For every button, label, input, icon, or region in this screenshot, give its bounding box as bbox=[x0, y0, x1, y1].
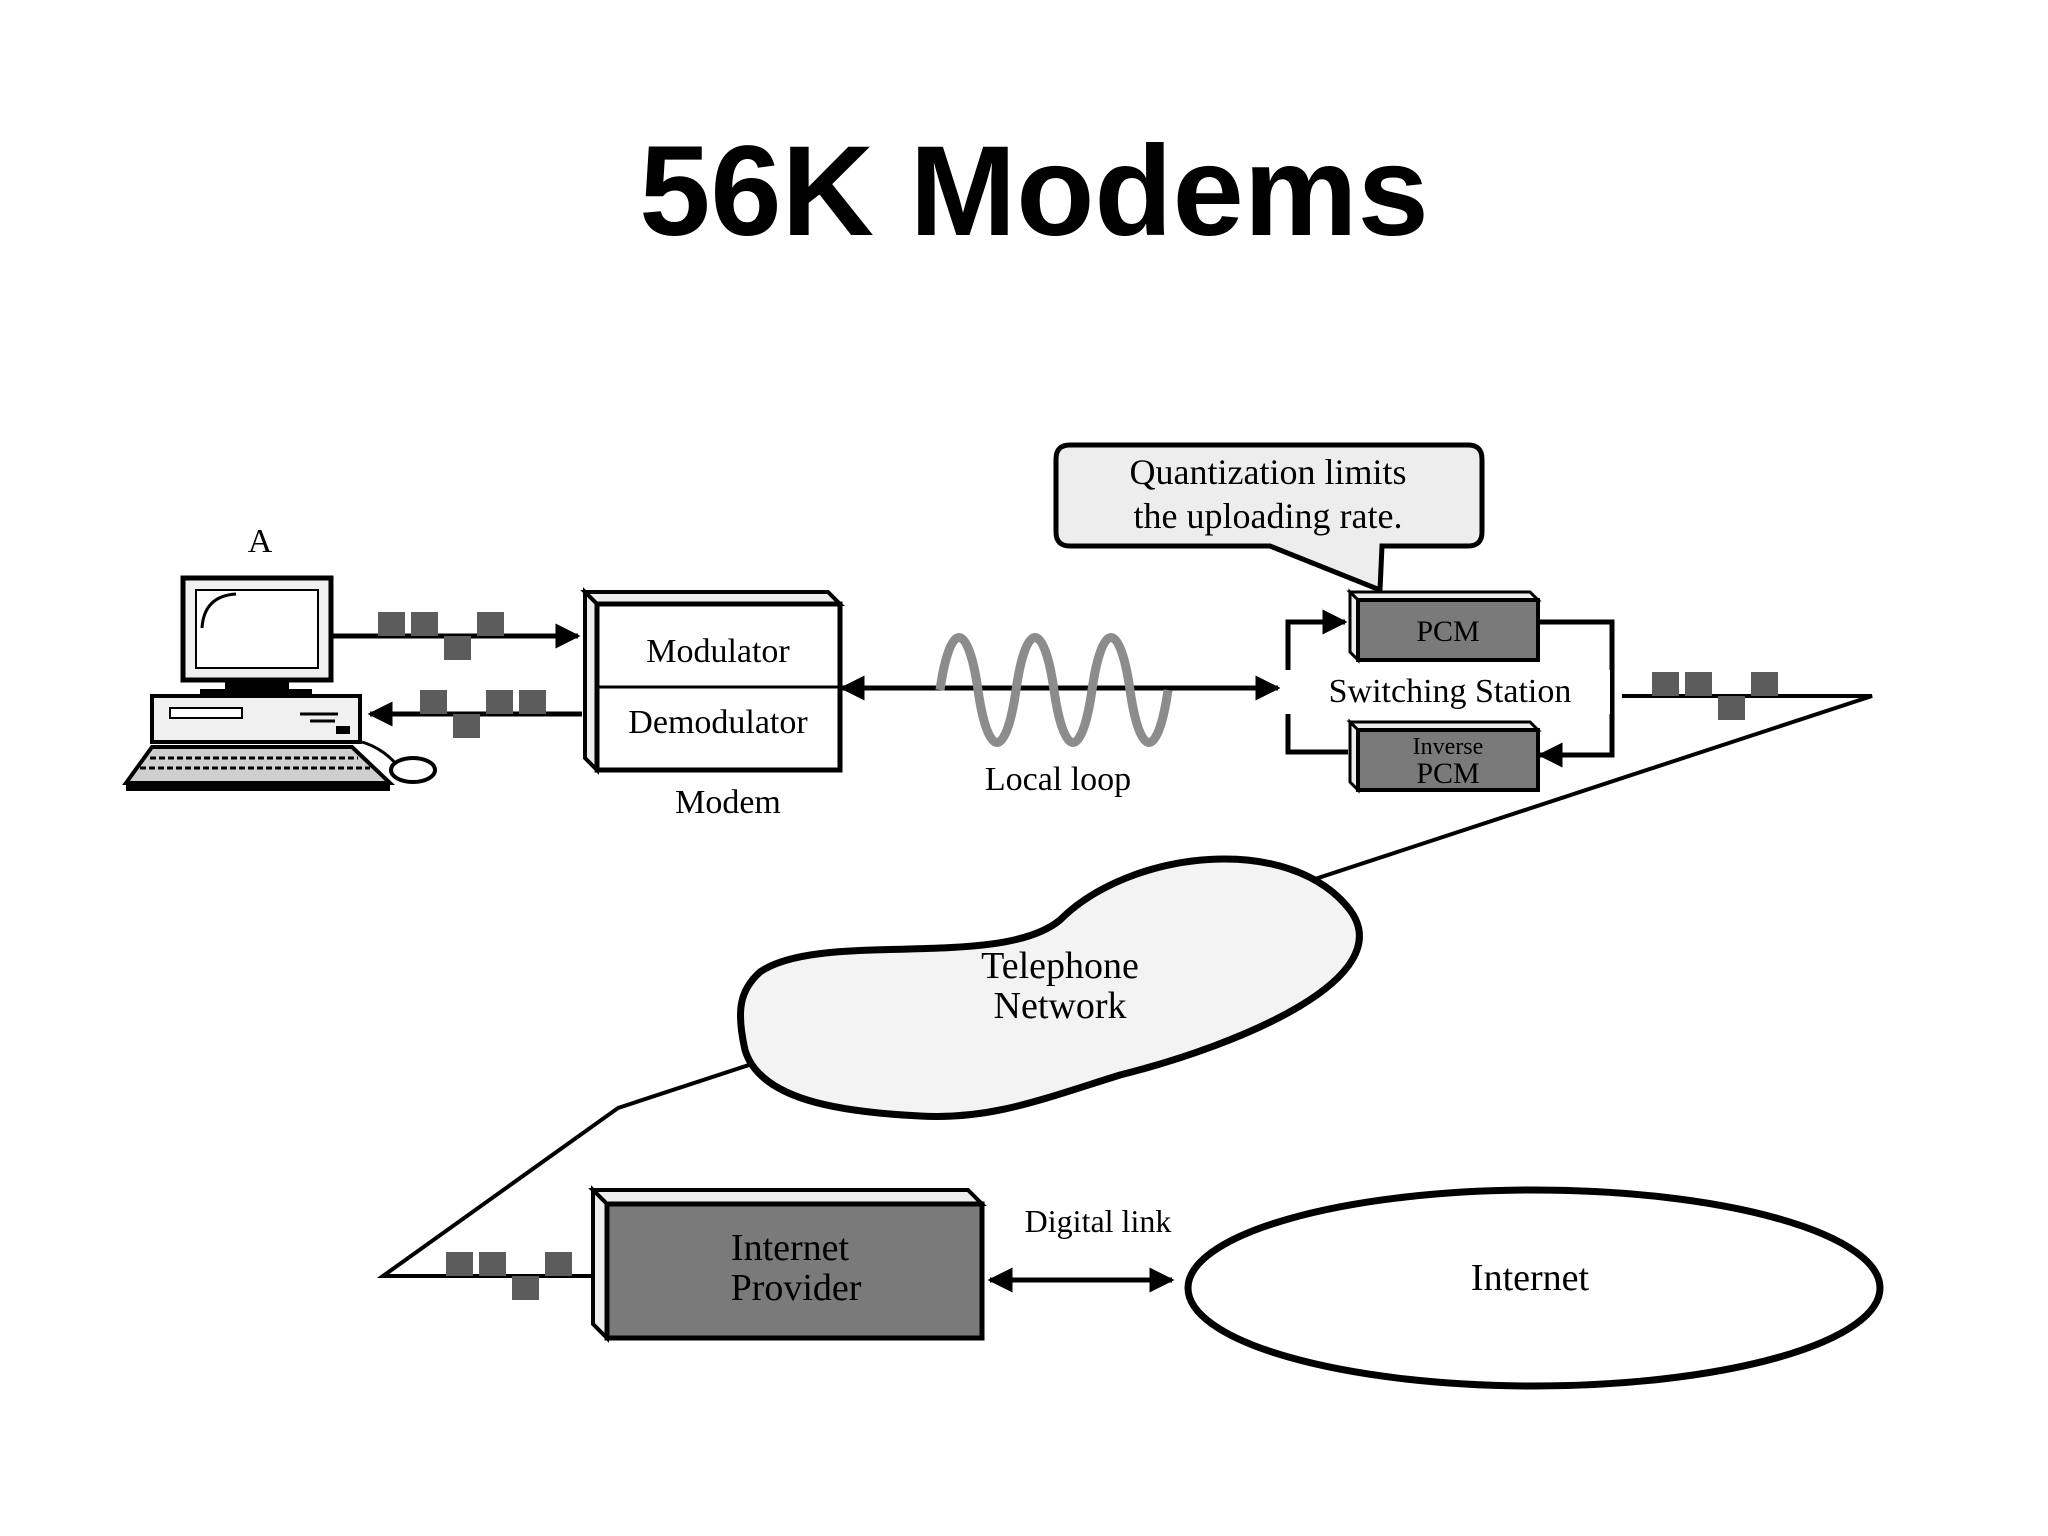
switching-station-label: Switching Station bbox=[1329, 673, 1572, 710]
digital-signal-lower bbox=[420, 690, 546, 738]
digital-signal-upper bbox=[378, 612, 504, 660]
digital-signal-station bbox=[1652, 672, 1778, 720]
modem-box: Modulator Demodulator bbox=[580, 587, 845, 775]
callout-text-line1: Quantization limits bbox=[1130, 452, 1407, 492]
modem-label: Modem bbox=[675, 784, 781, 821]
inverse-pcm-label-line2: PCM bbox=[1416, 757, 1479, 790]
local-loop-label: Local loop bbox=[985, 761, 1131, 798]
digital-signal-provider bbox=[446, 1252, 572, 1300]
telephone-network-cloud: Telephone Network bbox=[736, 855, 1363, 1120]
modulator-label: Modulator bbox=[646, 633, 790, 670]
demodulator-label: Demodulator bbox=[628, 704, 808, 741]
quantization-callout: Quantization limits the uploading rate. bbox=[1053, 442, 1485, 594]
digital-link-label: Digital link bbox=[1025, 1203, 1172, 1239]
page-title: 56K Modems bbox=[639, 120, 1429, 263]
switching-station: Switching Station bbox=[1280, 609, 1615, 768]
telephone-network-label-line1: Telephone bbox=[981, 945, 1139, 987]
inverse-pcm-box: Inverse PCM bbox=[1346, 718, 1542, 794]
internet-provider-label-line1: Internet bbox=[731, 1227, 850, 1269]
internet-provider-label-line2: Provider bbox=[731, 1267, 862, 1309]
system-unit-icon bbox=[150, 694, 362, 744]
internet-label: Internet bbox=[1471, 1257, 1590, 1299]
analog-signal-wave bbox=[935, 633, 1173, 747]
computer-label: A bbox=[248, 523, 273, 560]
pcm-label: PCM bbox=[1416, 615, 1479, 648]
keyboard-icon bbox=[122, 745, 396, 791]
mouse-icon bbox=[361, 740, 437, 784]
inverse-pcm-label-line1: Inverse bbox=[1413, 734, 1484, 760]
monitor-icon bbox=[180, 575, 334, 695]
internet-cloud: Internet bbox=[1184, 1186, 1884, 1390]
computer-a: A bbox=[122, 523, 437, 791]
callout-text-line2: the uploading rate. bbox=[1134, 496, 1403, 536]
telephone-network-label-line2: Network bbox=[994, 985, 1127, 1027]
pcm-box: PCM bbox=[1346, 588, 1542, 664]
internet-provider-box: Internet Provider bbox=[588, 1185, 987, 1343]
